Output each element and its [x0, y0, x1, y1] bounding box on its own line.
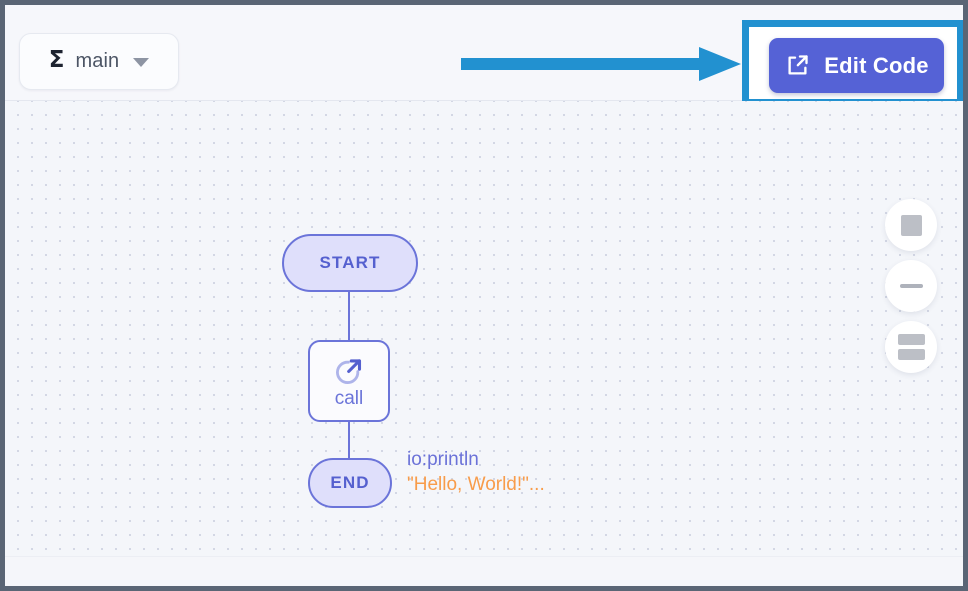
call-annotation: io:println "Hello, World!"... [407, 448, 545, 497]
fit-to-screen-button[interactable] [885, 199, 937, 251]
node-start[interactable]: START [282, 234, 418, 292]
chevron-down-icon [133, 58, 150, 67]
flow-canvas[interactable]: START call END io:println "Hello, World!… [5, 101, 963, 556]
highlight-box: Edit Code [742, 20, 963, 106]
call-argument-value: "Hello, World!"... [407, 473, 545, 495]
external-call-icon [336, 359, 362, 384]
function-selector[interactable]: Σ main [19, 33, 179, 90]
flow-graph: START call END io:println "Hello, World!… [5, 101, 963, 556]
node-end-label: END [330, 473, 370, 492]
minus-icon [899, 284, 923, 288]
layout-toggle-button[interactable] [885, 321, 937, 373]
node-call[interactable]: call [308, 340, 390, 422]
stacked-bars-icon [897, 334, 925, 360]
call-function-name: io:println [407, 449, 479, 470]
edge-start-to-call [348, 291, 350, 341]
zoom-out-button[interactable] [885, 260, 937, 312]
edit-code-button[interactable]: Edit Code [769, 38, 944, 93]
footer-strip [5, 556, 963, 586]
external-link-icon [788, 55, 808, 75]
node-end[interactable]: END [308, 458, 392, 508]
function-selector-label: main [75, 50, 120, 72]
canvas-controls [885, 199, 937, 373]
filled-square-icon [900, 214, 922, 236]
sigma-icon: Σ [48, 47, 65, 73]
edit-code-label: Edit Code [824, 52, 929, 78]
node-call-label: call [334, 388, 364, 409]
edge-call-to-end [348, 421, 350, 459]
node-start-label: START [319, 253, 381, 272]
